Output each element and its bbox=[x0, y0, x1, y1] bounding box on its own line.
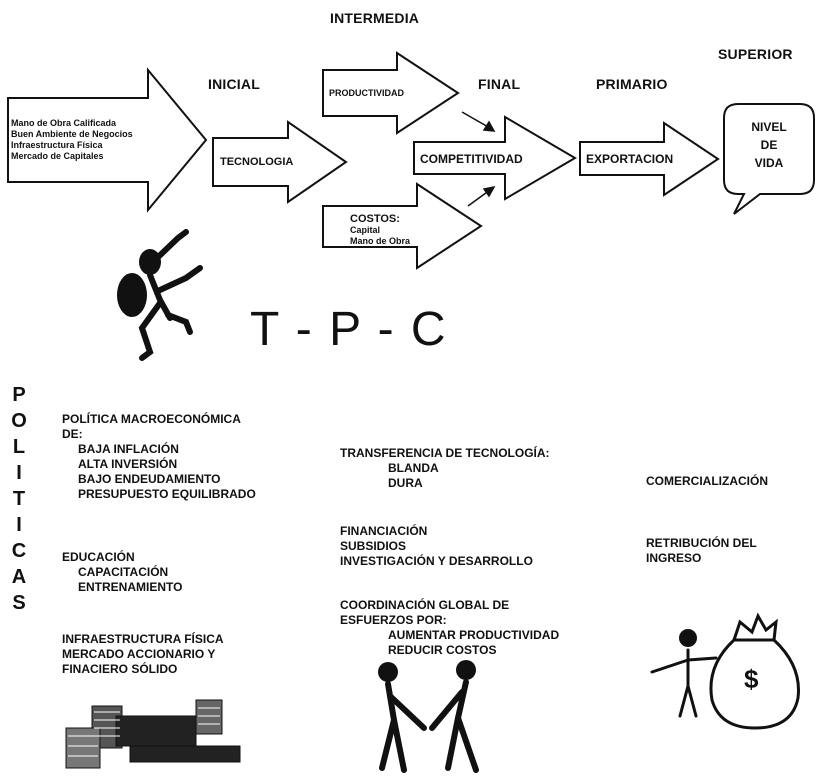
politicas-letter: L bbox=[12, 436, 26, 458]
coordination-title: COORDINACIÓN GLOBAL DE bbox=[340, 598, 510, 612]
climber-figure bbox=[117, 229, 203, 361]
macro-item: ALTA INVERSIÓN bbox=[78, 457, 178, 471]
transfer-block: TRANSFERENCIA DE TECNOLOGÍA: BLANDA DURA bbox=[340, 446, 550, 491]
costos-arrow bbox=[322, 182, 483, 270]
transfer-item: DURA bbox=[388, 476, 423, 490]
infra-line: INFRAESTRUCTURA FÍSICA bbox=[62, 632, 224, 646]
exportacion-label: EXPORTACION bbox=[586, 152, 674, 166]
retribucion-block: RETRIBUCIÓN DEL INGRESO bbox=[646, 536, 757, 566]
costos-title: COSTOS: bbox=[350, 213, 400, 225]
politicas-letter: T bbox=[12, 488, 26, 510]
politicas-letter: I bbox=[16, 514, 22, 536]
productividad-label: PRODUCTIVIDAD bbox=[329, 88, 405, 98]
politicas-letter: S bbox=[12, 592, 26, 614]
handshake-figure bbox=[378, 660, 479, 773]
macro-title: POLÍTICA MACROECONÓMICA bbox=[62, 412, 241, 426]
coordination-item: AUMENTAR PRODUCTIVIDAD bbox=[388, 628, 560, 642]
papers-desk-figure bbox=[65, 699, 241, 769]
financing-item: FINANCIACIÓN bbox=[340, 524, 428, 538]
tecnologia-label: TECNOLOGIA bbox=[220, 156, 294, 168]
costos-item: Mano de Obra bbox=[350, 236, 411, 246]
input-item: Buen Ambiente de Negocios bbox=[11, 129, 133, 139]
nivel-vida-text: NIVEL DE VIDA bbox=[724, 118, 814, 172]
nivel-vida-line: NIVEL bbox=[751, 120, 787, 134]
macro-policy-block: POLÍTICA MACROECONÓMICA DE: BAJA INFLACI… bbox=[62, 412, 256, 502]
macro-title: DE: bbox=[62, 427, 83, 441]
level-final: FINAL bbox=[478, 76, 521, 92]
comercializacion-label: COMERCIALIZACIÓN bbox=[646, 474, 768, 488]
macro-item: PRESUPUESTO EQUILIBRADO bbox=[78, 487, 256, 501]
input-item: Mercado de Capitales bbox=[11, 151, 104, 161]
level-inicial: INICIAL bbox=[208, 76, 260, 92]
financing-block: FINANCIACIÓN SUBSIDIOS INVESTIGACIÓN Y D… bbox=[340, 524, 533, 569]
education-item: ENTRENAMIENTO bbox=[78, 580, 183, 594]
level-superior: SUPERIOR bbox=[718, 46, 793, 62]
education-block: EDUCACIÓN CAPACITACIÓN ENTRENAMIENTO bbox=[62, 550, 182, 595]
politicas-vertical: P O L I T I C A S bbox=[8, 382, 30, 616]
tecnologia-arrow bbox=[212, 120, 348, 204]
retribucion-line: RETRIBUCIÓN DEL bbox=[646, 536, 757, 550]
politicas-letter: C bbox=[11, 540, 27, 562]
level-primario: PRIMARIO bbox=[596, 76, 668, 92]
retribucion-line: INGRESO bbox=[646, 551, 702, 565]
macro-item: BAJO ENDEUDAMIENTO bbox=[78, 472, 221, 486]
input-item: Mano de Obra Calificada bbox=[11, 118, 117, 128]
inputs-arrow bbox=[7, 67, 208, 213]
inputs-list: Mano de Obra Calificada Buen Ambiente de… bbox=[11, 118, 133, 162]
competitividad-label: COMPETITIVIDAD bbox=[420, 152, 523, 166]
infra-line: MERCADO ACCIONARIO Y bbox=[62, 647, 216, 661]
education-title: EDUCACIÓN bbox=[62, 550, 135, 564]
nivel-vida-line: VIDA bbox=[754, 156, 784, 170]
productividad-arrow bbox=[322, 51, 460, 135]
politicas-letter: A bbox=[11, 566, 27, 588]
costos-block: COSTOS: Capital Mano de Obra bbox=[350, 214, 410, 247]
politicas-letter: O bbox=[11, 410, 27, 432]
money-bag-figure bbox=[650, 612, 800, 730]
transfer-item: BLANDA bbox=[388, 461, 439, 475]
infra-block: INFRAESTRUCTURA FÍSICA MERCADO ACCIONARI… bbox=[62, 632, 224, 677]
transfer-title: TRANSFERENCIA DE TECNOLOGÍA: bbox=[340, 446, 550, 460]
exportacion-arrow bbox=[579, 121, 720, 197]
coordination-item: REDUCIR COSTOS bbox=[388, 643, 497, 657]
level-intermedia: INTERMEDIA bbox=[330, 10, 420, 26]
input-item: Infraestructura Física bbox=[11, 140, 103, 150]
coordination-block: COORDINACIÓN GLOBAL DE ESFUERZOS POR: AU… bbox=[340, 598, 559, 658]
coordination-title: ESFUERZOS POR: bbox=[340, 613, 447, 627]
infra-line: FINACIERO SÓLIDO bbox=[62, 662, 178, 676]
costos-item: Capital bbox=[350, 225, 381, 235]
financing-item: INVESTIGACIÓN Y DESARROLLO bbox=[340, 554, 533, 568]
financing-item: SUBSIDIOS bbox=[340, 539, 407, 553]
nivel-vida-bubble bbox=[723, 103, 815, 215]
tpc-title: T - P - C bbox=[250, 303, 448, 356]
dollar-sign: $ bbox=[744, 664, 759, 694]
politicas-letter: P bbox=[12, 384, 26, 406]
competitividad-arrow bbox=[413, 115, 577, 201]
education-item: CAPACITACIÓN bbox=[78, 565, 169, 579]
macro-item: BAJA INFLACIÓN bbox=[78, 442, 179, 456]
politicas-letter: I bbox=[16, 462, 22, 484]
nivel-vida-line: DE bbox=[760, 138, 778, 152]
